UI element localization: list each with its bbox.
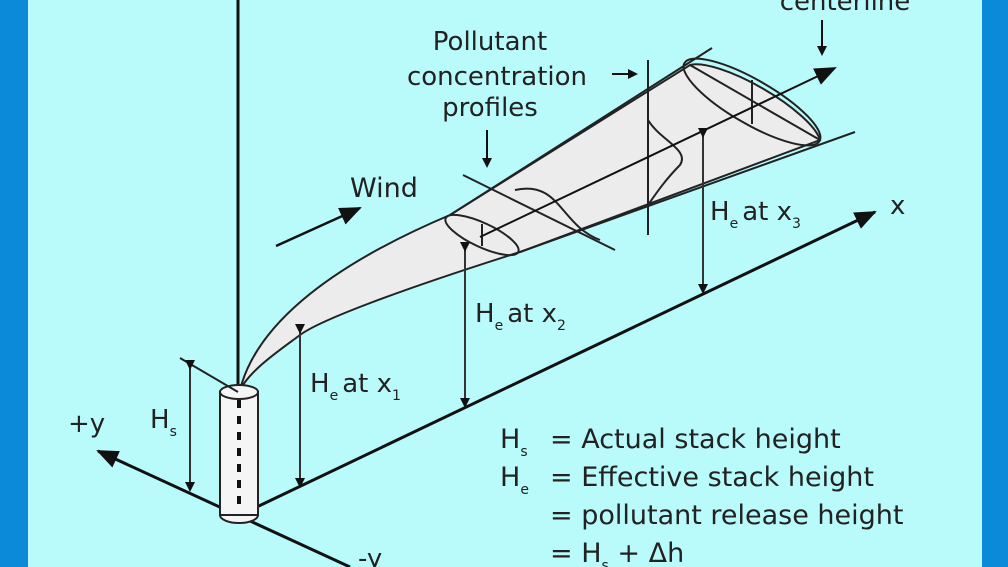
profile-line-near bbox=[462, 174, 616, 251]
plume-cross-section-far bbox=[682, 57, 822, 147]
minus-y-label: -y bbox=[358, 544, 382, 567]
legend-hs-text: = Actual stack height bbox=[550, 424, 841, 455]
wind-arrow bbox=[275, 206, 362, 248]
centerline-arrow bbox=[479, 67, 837, 238]
wind-label: Wind bbox=[350, 173, 418, 204]
x-axis bbox=[239, 210, 877, 517]
profiles-label-2: concentration bbox=[407, 62, 587, 92]
legend-he-text: = Effective stack height bbox=[550, 462, 874, 493]
height-arrows bbox=[185, 128, 708, 492]
legend-release-text: = pollutant release height bbox=[550, 500, 904, 531]
hs-label: Hs bbox=[150, 405, 177, 440]
centerline-label: centerline bbox=[780, 0, 911, 17]
profile-curve-far bbox=[647, 119, 683, 206]
stack bbox=[219, 384, 259, 524]
legend-formula: = Hs + Δh bbox=[550, 538, 684, 567]
plume-cross-section-near bbox=[444, 213, 520, 257]
legend-hs-symbol: Hs bbox=[500, 424, 528, 460]
profiles-label-3: profiles bbox=[442, 93, 538, 123]
profile-curve-near bbox=[514, 187, 601, 241]
legend-he-symbol: He bbox=[500, 462, 529, 498]
profiles-label-1: Pollutant bbox=[433, 27, 547, 57]
x-axis-label: x bbox=[890, 191, 905, 221]
legend: Hs = Actual stack height He = Effective … bbox=[500, 424, 904, 567]
plus-y-label: +y bbox=[68, 409, 105, 439]
